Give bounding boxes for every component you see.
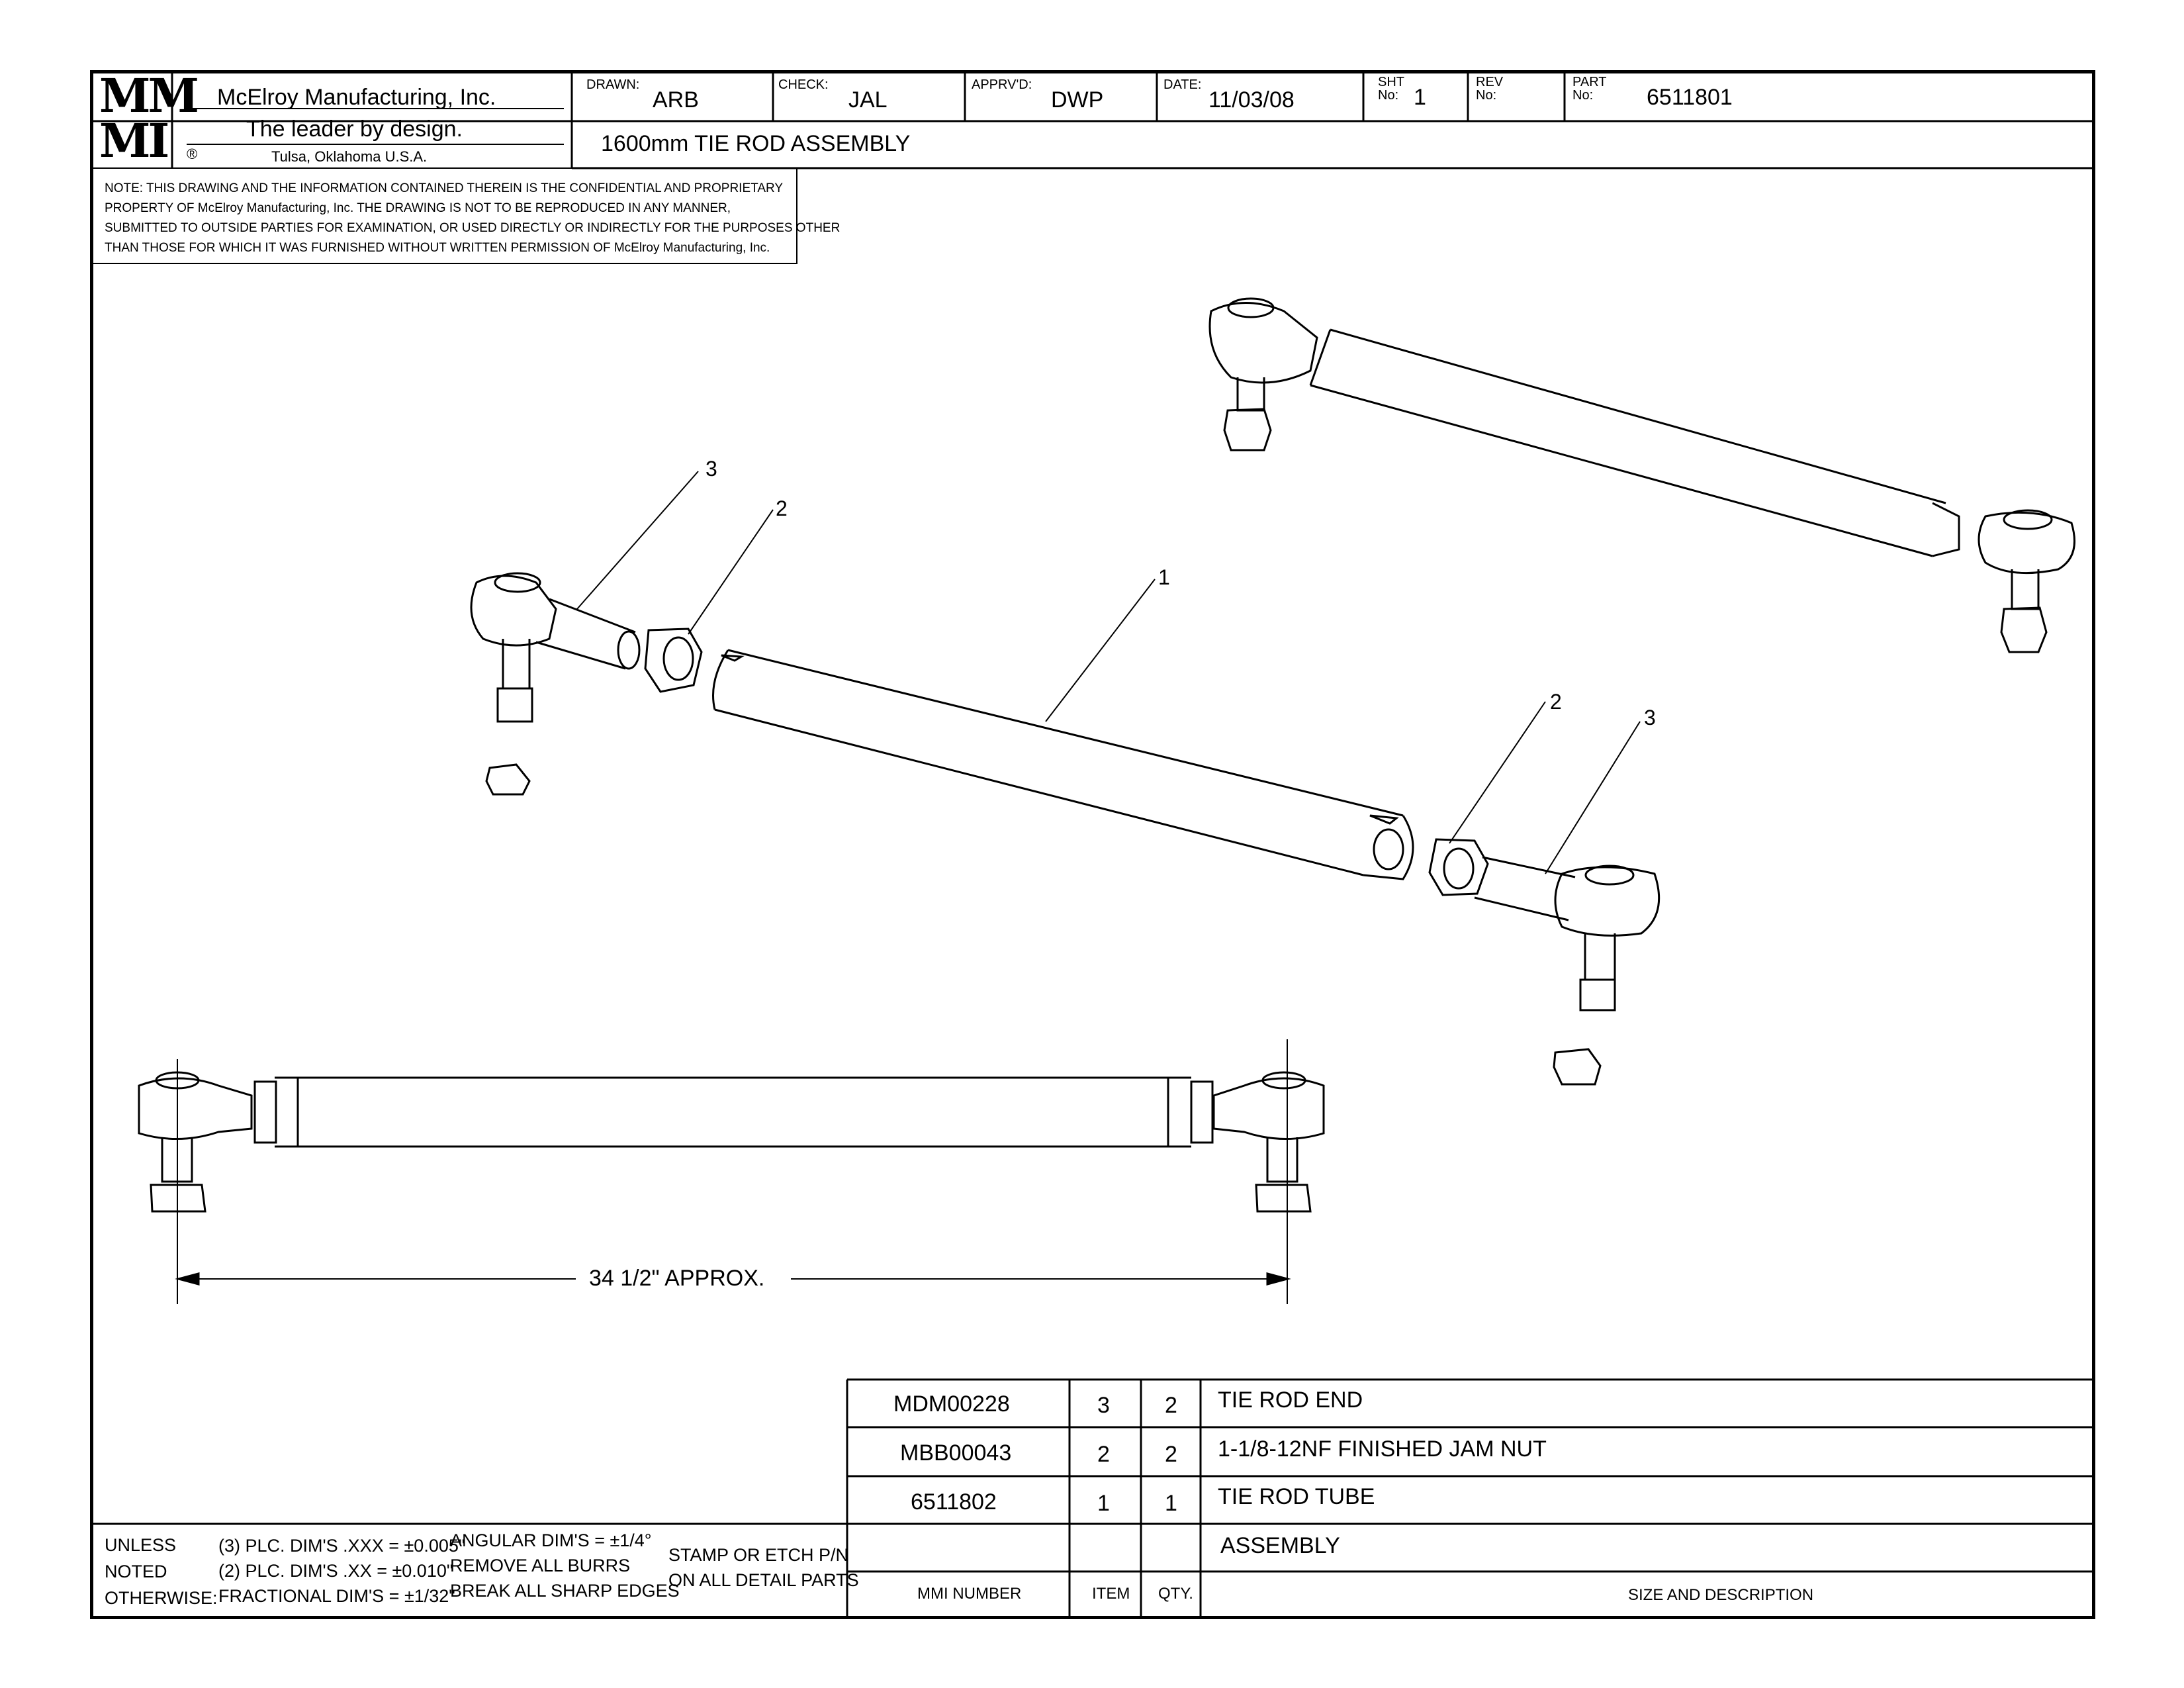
tolerance-line: (3) PLC. DIM'S .XXX = ±0.005": [218, 1536, 465, 1556]
bom-header-mmi: MMI NUMBER: [917, 1585, 1022, 1603]
bom-mmi: MDM00228: [893, 1391, 1010, 1417]
note-line: THAN THOSE FOR WHICH IT WAS FURNISHED WI…: [105, 241, 770, 255]
bom-mmi: 6511802: [911, 1489, 997, 1515]
bom-desc: TIE ROD END: [1218, 1387, 1363, 1413]
bom-desc: TIE ROD TUBE: [1218, 1484, 1375, 1509]
company-tagline: The leader by design.: [246, 117, 463, 142]
bom-row: 6511802 1 1 TIE ROD TUBE: [847, 1476, 2095, 1525]
bom-header-item: ITEM: [1092, 1585, 1130, 1603]
bom-table: MDM00228 3 2 TIE ROD END MBB00043 2 2 1-…: [847, 1380, 2095, 1619]
note-line: NOTE: THIS DRAWING AND THE INFORMATION C…: [105, 181, 784, 195]
bom-item: 1: [1097, 1491, 1110, 1516]
callout-item-3-right: 3: [1644, 706, 1656, 729]
tolerance-line: REMOVE ALL BURRS: [450, 1556, 631, 1575]
jam-nut-left: [644, 628, 703, 693]
apprvd-value: DWP: [1051, 87, 1104, 113]
check-value: JAL: [848, 87, 887, 113]
bom-qty: 1: [1165, 1491, 1177, 1516]
bom-desc: 1-1/8-12NF FINISHED JAM NUT: [1218, 1436, 1547, 1462]
stamp-line: ON ALL DETAIL PARTS: [668, 1570, 859, 1590]
drawn-label: DRAWN:: [586, 77, 640, 92]
jam-nut-right: [1428, 838, 1489, 896]
tolerance-line: NOTED: [105, 1562, 167, 1581]
tolerance-line: BREAK ALL SHARP EDGES: [450, 1581, 680, 1601]
assembled-view-isometric: [1208, 297, 2075, 653]
bom-item: 2: [1097, 1442, 1110, 1467]
tolerance-line: FRACTIONAL DIM'S = ±1/32": [218, 1586, 455, 1606]
stamp-line: STAMP OR ETCH P/N: [668, 1545, 849, 1565]
leader-lines: [576, 471, 1641, 874]
tolerance-decimal: (3) PLC. DIM'S .XXX = ±0.005" (2) PLC. D…: [218, 1533, 465, 1609]
part-no-label: No:: [1572, 88, 1594, 103]
bom-row: MBB00043 2 2 1-1/8-12NF FINISHED JAM NUT: [847, 1427, 2095, 1476]
rev-label: REV: [1476, 75, 1504, 89]
company-name: McElroy Manufacturing, Inc.: [217, 85, 496, 110]
registered-mark: ®: [187, 146, 198, 162]
tie-rod-tube-exploded: [712, 649, 1414, 880]
sht-label: SHT: [1378, 75, 1404, 89]
bom-qty: 2: [1165, 1393, 1177, 1418]
bom-item: 3: [1097, 1393, 1110, 1418]
bom-header-desc: SIZE AND DESCRIPTION: [1628, 1586, 1814, 1604]
bom-qty: 2: [1165, 1442, 1177, 1467]
bom-row: MDM00228 3 2 TIE ROD END: [847, 1380, 2095, 1427]
part-value: 6511801: [1647, 85, 1733, 110]
note-line: PROPERTY OF McElroy Manufacturing, Inc. …: [105, 201, 731, 215]
rev-no-label: No:: [1476, 88, 1497, 103]
mmi-logo: MM MI: [99, 71, 199, 168]
tolerance-line: OTHERWISE:: [105, 1588, 218, 1608]
drawn-value: ARB: [653, 87, 699, 113]
drawing-title: 1600mm TIE ROD ASSEMBLY: [601, 131, 911, 156]
bom-assembly-label: ASSEMBLY: [1220, 1533, 1340, 1558]
callout-item-2-right: 2: [1550, 690, 1562, 714]
logo-top: MM: [99, 68, 199, 123]
company-location: Tulsa, Oklahoma U.S.A.: [271, 148, 428, 165]
sht-value: 1: [1414, 85, 1426, 110]
tie-rod-end-left: [470, 572, 641, 796]
tolerance-line: UNLESS: [105, 1535, 177, 1555]
tolerance-line: ANGULAR DIM'S = ±1/4°: [450, 1530, 652, 1550]
drawing-frame: [90, 70, 2095, 1619]
stamp-note: STAMP OR ETCH P/N ON ALL DETAIL PARTS: [668, 1542, 859, 1593]
apprvd-label: APPRV'D:: [972, 77, 1032, 92]
callout-item-3-left: 3: [705, 457, 717, 481]
check-label: CHECK:: [778, 77, 829, 92]
bom-header-qty: QTY.: [1158, 1585, 1193, 1603]
dimension-line: [175, 1272, 1291, 1286]
sht-no-label: No:: [1378, 88, 1399, 103]
dimension-text: 34 1/2" APPROX.: [589, 1266, 765, 1291]
date-label: DATE:: [1163, 77, 1202, 92]
tolerance-general: ANGULAR DIM'S = ±1/4° REMOVE ALL BURRS B…: [450, 1528, 680, 1603]
assembled-view-front: [138, 1039, 1325, 1304]
logo-bottom: MI: [99, 113, 169, 168]
tie-rod-end-right: [1474, 856, 1661, 1086]
callout-item-2-left: 2: [776, 496, 788, 520]
tolerance-unless: UNLESS NOTED OTHERWISE:: [105, 1532, 218, 1611]
tolerance-line: (2) PLC. DIM'S .XX = ±0.010": [218, 1561, 453, 1581]
callout-item-1: 1: [1158, 565, 1170, 589]
date-value: 11/03/08: [1208, 87, 1295, 113]
bom-mmi: MBB00043: [900, 1440, 1012, 1466]
part-label: PART: [1572, 75, 1607, 89]
note-line: SUBMITTED TO OUTSIDE PARTIES FOR EXAMINA…: [105, 221, 841, 235]
confidential-note: NOTE: THIS DRAWING AND THE INFORMATION C…: [105, 179, 840, 258]
